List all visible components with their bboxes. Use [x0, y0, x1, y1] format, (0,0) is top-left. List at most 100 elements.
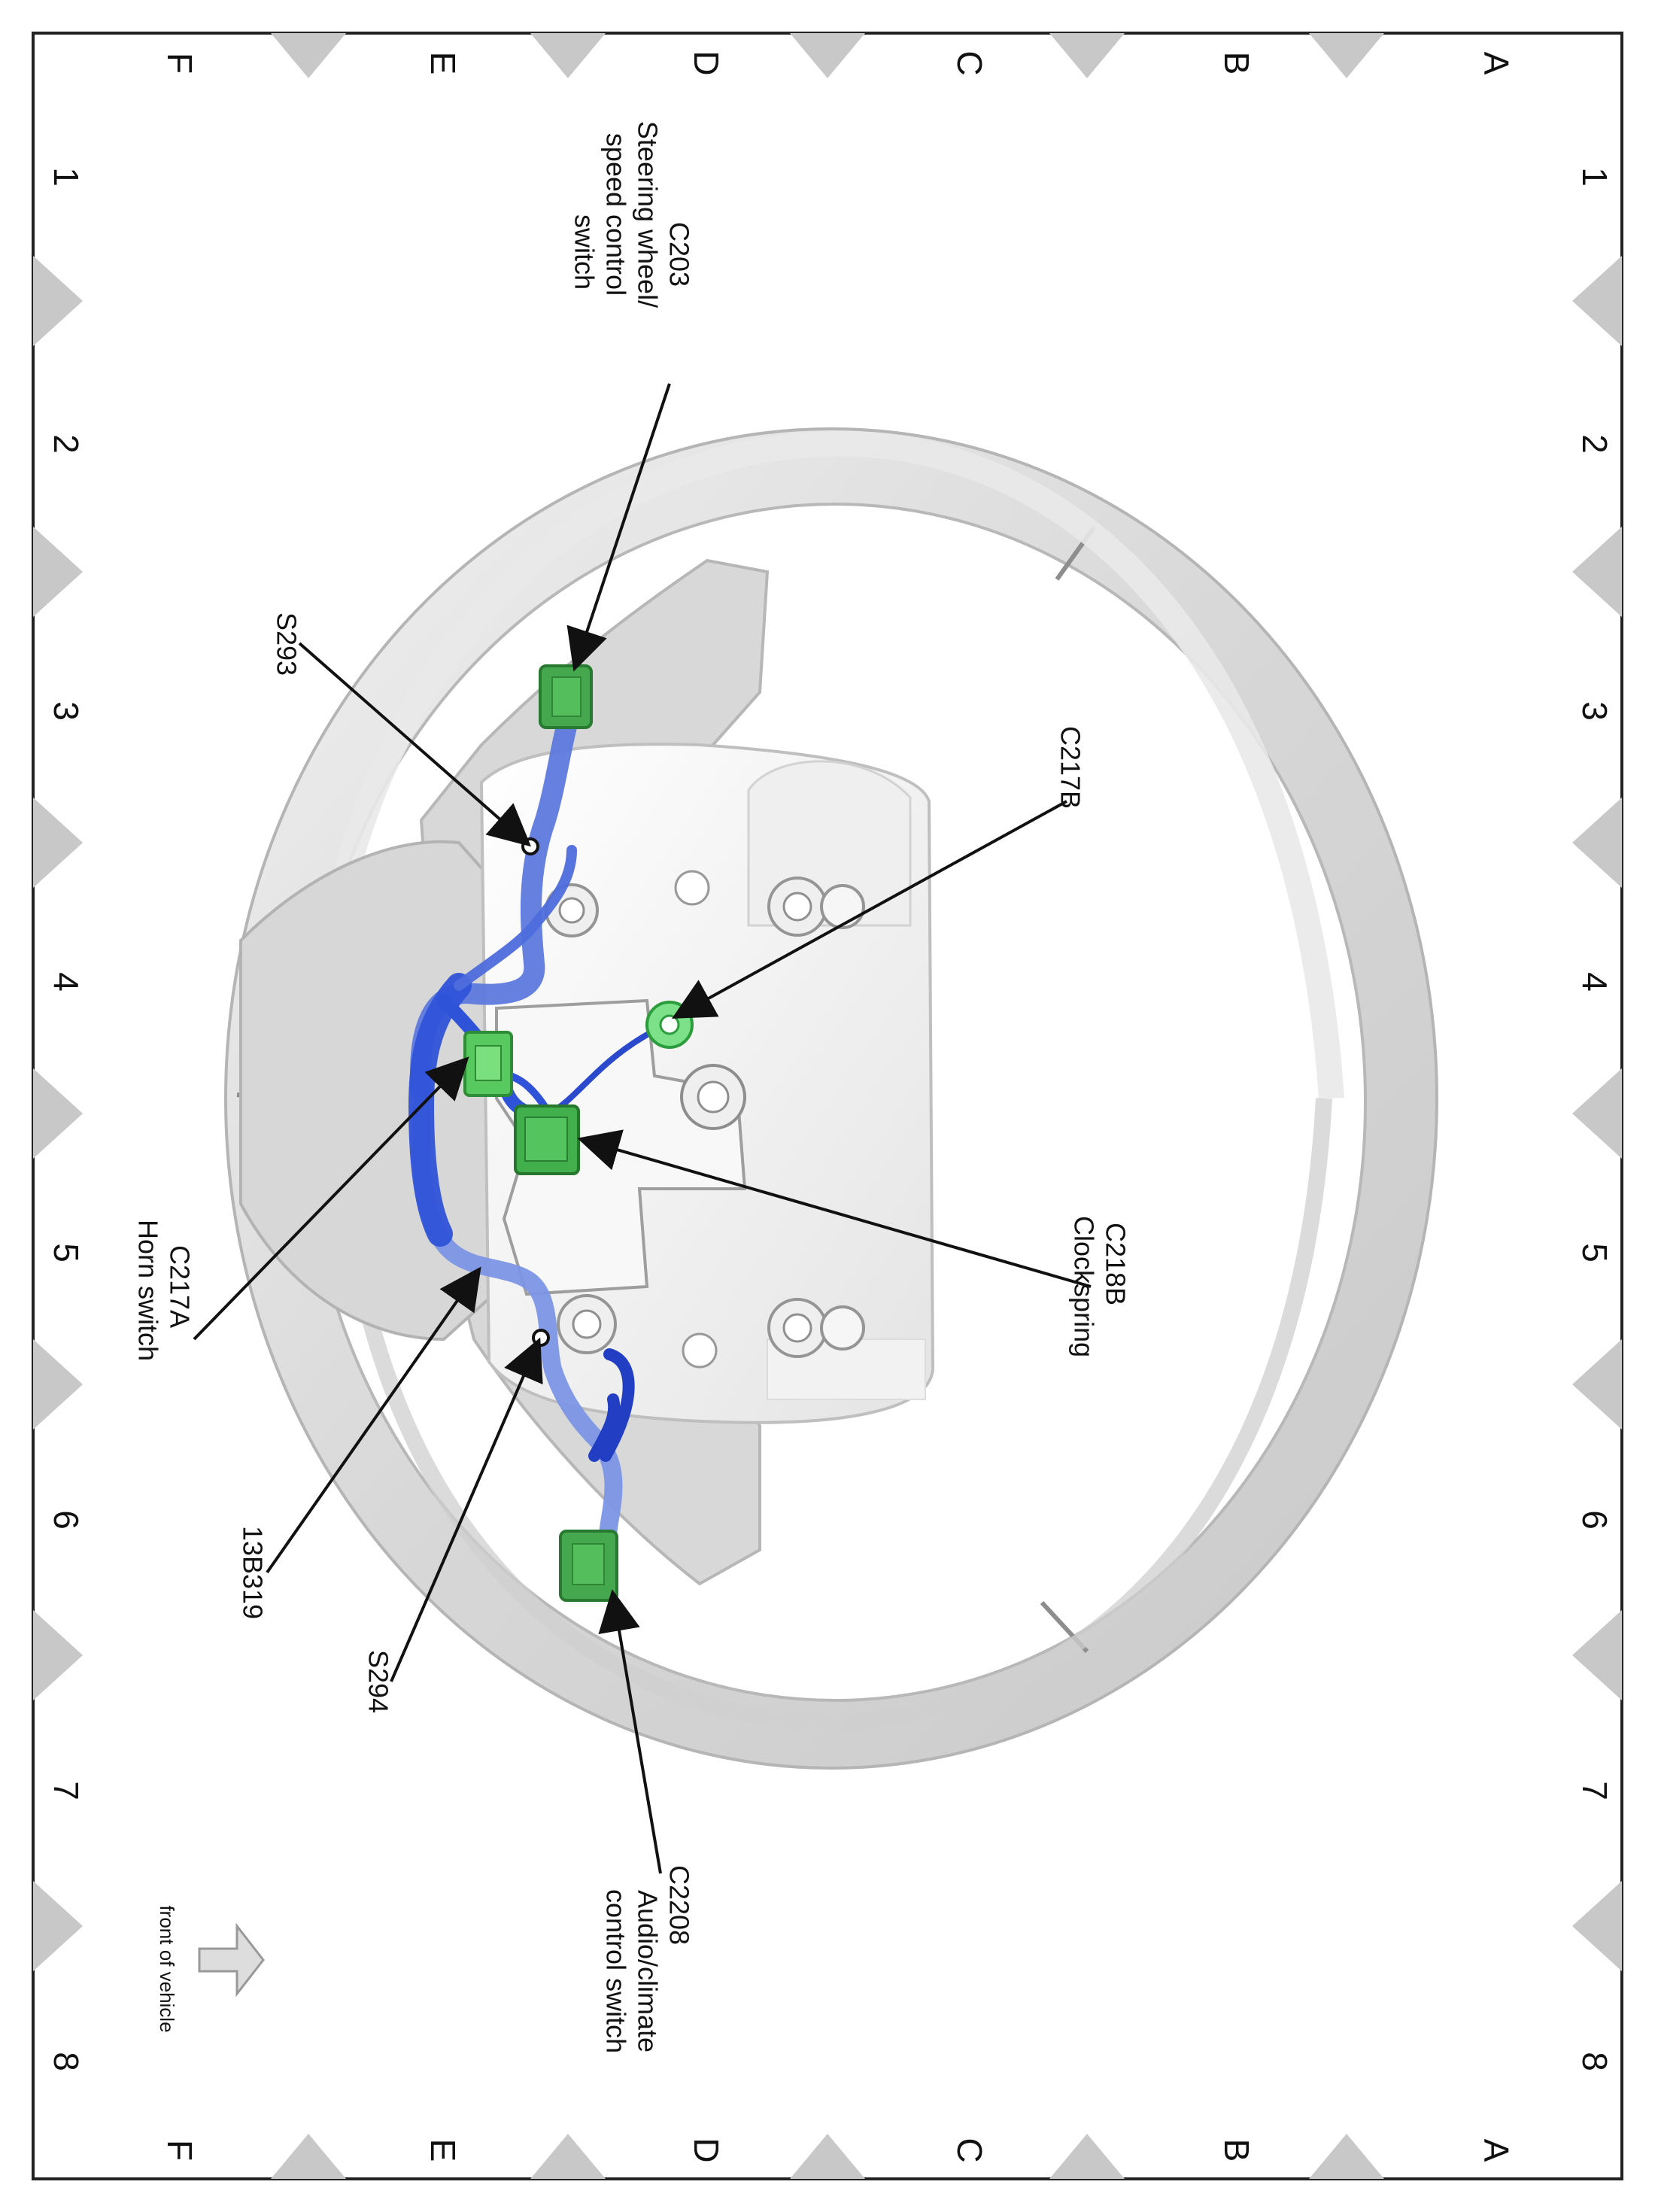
- label-c2208-line-2: control switch: [600, 1889, 631, 2053]
- mount-hole: [782, 892, 812, 922]
- grid-label-7-left: 7: [47, 1781, 86, 1800]
- grid-column-labels-right: 1 2 3 4 5 6 7 8: [1575, 167, 1614, 2071]
- grid-label-d-top: D: [687, 50, 726, 75]
- edge-marker: [271, 33, 346, 78]
- label-c218b-id: C218B: [1100, 1223, 1131, 1305]
- grid-label-f-bottom: F: [160, 2140, 199, 2161]
- edge-marker: [1049, 33, 1125, 78]
- leader-c217a: [193, 1056, 469, 1341]
- edge-marker: [1049, 2134, 1125, 2179]
- grid-label-1-right: 1: [1575, 167, 1614, 187]
- edge-markers-left-right: [33, 256, 1622, 1971]
- label-c218b-line-1: Clockspring: [1068, 1216, 1099, 1357]
- leader-c218b: [577, 1129, 1092, 1288]
- grid-label-3-right: 3: [1575, 701, 1614, 721]
- edge-markers-top-bottom: [271, 33, 1384, 2179]
- label-c2208-line-1: Audio/climate: [632, 1890, 663, 2052]
- edge-marker: [33, 527, 83, 617]
- label-c217a-id: C217A: [164, 1245, 195, 1328]
- mount-hole: [820, 1305, 865, 1351]
- mount-hole: [572, 1309, 602, 1339]
- connector-c2208: [559, 1530, 618, 1602]
- leader-c217b: [671, 800, 1067, 1019]
- leader-13b319: [266, 1266, 481, 1574]
- splice-s294: [532, 1329, 550, 1347]
- grid-label-6-left: 6: [47, 1510, 86, 1530]
- grid-label-7-right: 7: [1575, 1781, 1614, 1800]
- edge-marker: [530, 33, 606, 78]
- wheel-rim-lower-shadow: [330, 1098, 1332, 1732]
- label-c203-line-3: switch: [569, 214, 600, 290]
- mount-hole: [674, 870, 710, 906]
- grid-label-d-bottom: D: [687, 2138, 726, 2162]
- edge-marker: [1309, 2134, 1384, 2179]
- grid-label-1-left: 1: [47, 167, 86, 187]
- grid-label-e-top: E: [424, 52, 463, 75]
- edge-marker: [1572, 1610, 1622, 1700]
- wheel-rim-shadow: [303, 430, 1344, 1100]
- edge-marker: [33, 1339, 83, 1430]
- grid-row-labels-top: A B C D E F: [160, 50, 1516, 75]
- grid-label-5-left: 5: [47, 1243, 86, 1262]
- label-c203-id: C203: [664, 222, 694, 287]
- edge-marker: [1572, 256, 1622, 346]
- connector-c203: [539, 664, 593, 729]
- steering-hub-assembly: [239, 558, 935, 1586]
- edge-marker: [1572, 798, 1622, 888]
- grid-label-8-left: 8: [47, 2052, 86, 2071]
- grid-label-c-top: C: [950, 50, 989, 75]
- edge-marker: [790, 2134, 865, 2179]
- connector-c217a: [463, 1031, 513, 1097]
- grid-label-5-right: 5: [1575, 1243, 1614, 1262]
- edge-marker: [790, 33, 865, 78]
- connectors: [463, 664, 694, 1602]
- callout-labels: C203 Steering wheel/ speed control switc…: [132, 121, 1131, 2053]
- front-of-vehicle-label: front of vehicle: [156, 1905, 178, 2032]
- grid-label-2-right: 2: [1575, 434, 1614, 454]
- label-s294-id: S294: [363, 1650, 393, 1713]
- grid-label-8-right: 8: [1575, 2052, 1614, 2071]
- label-c2208-id: C2208: [664, 1865, 694, 1945]
- mount-hole: [682, 1332, 718, 1369]
- mount-hole: [782, 1313, 812, 1343]
- grid-label-c-bottom: C: [950, 2138, 989, 2162]
- grid-label-4-right: 4: [1575, 972, 1614, 992]
- edge-marker: [1572, 527, 1622, 617]
- grid-label-2-left: 2: [47, 434, 86, 454]
- label-s293-id: S293: [271, 612, 302, 676]
- label-c203-line-2: speed control: [600, 133, 631, 296]
- mount-hole: [820, 884, 865, 929]
- connector-c217b-ground: [645, 1001, 694, 1049]
- edge-marker: [33, 1610, 83, 1700]
- edge-marker: [33, 1881, 83, 1971]
- leader-s293: [298, 642, 532, 847]
- label-c217b-id: C217B: [1055, 726, 1086, 809]
- leader-c203: [566, 383, 671, 672]
- grid-label-e-bottom: E: [424, 2139, 463, 2162]
- grid-label-a-bottom: A: [1477, 2139, 1516, 2162]
- edge-marker: [530, 2134, 606, 2179]
- leader-s294: [390, 1337, 543, 1682]
- mount-hole: [558, 897, 585, 924]
- grid-label-a-top: A: [1477, 52, 1516, 75]
- label-13b319-id: 13B319: [237, 1526, 268, 1619]
- leader-lines: [193, 383, 1092, 1874]
- grid-label-4-left: 4: [47, 972, 86, 992]
- grid-column-labels-left: 1 2 3 4 5 6 7 8: [47, 167, 86, 2071]
- edge-marker: [33, 1068, 83, 1159]
- front-arrow-icon: [198, 1922, 265, 1998]
- edge-marker: [1572, 1881, 1622, 1971]
- label-c217a-line-1: Horn switch: [132, 1220, 163, 1361]
- connector-c218b: [514, 1104, 580, 1175]
- edge-marker: [271, 2134, 346, 2179]
- edge-marker: [33, 256, 83, 346]
- center-boss-inner: [697, 1080, 730, 1114]
- edge-marker: [1572, 1339, 1622, 1430]
- label-c203-line-1: Steering wheel/: [632, 121, 663, 308]
- edge-marker: [1572, 1068, 1622, 1159]
- grid-label-3-left: 3: [47, 701, 86, 721]
- leader-c2208: [598, 1589, 662, 1874]
- grid-row-labels-bottom: A B C D E F: [160, 2138, 1516, 2162]
- harness-upper-thin: [454, 845, 577, 991]
